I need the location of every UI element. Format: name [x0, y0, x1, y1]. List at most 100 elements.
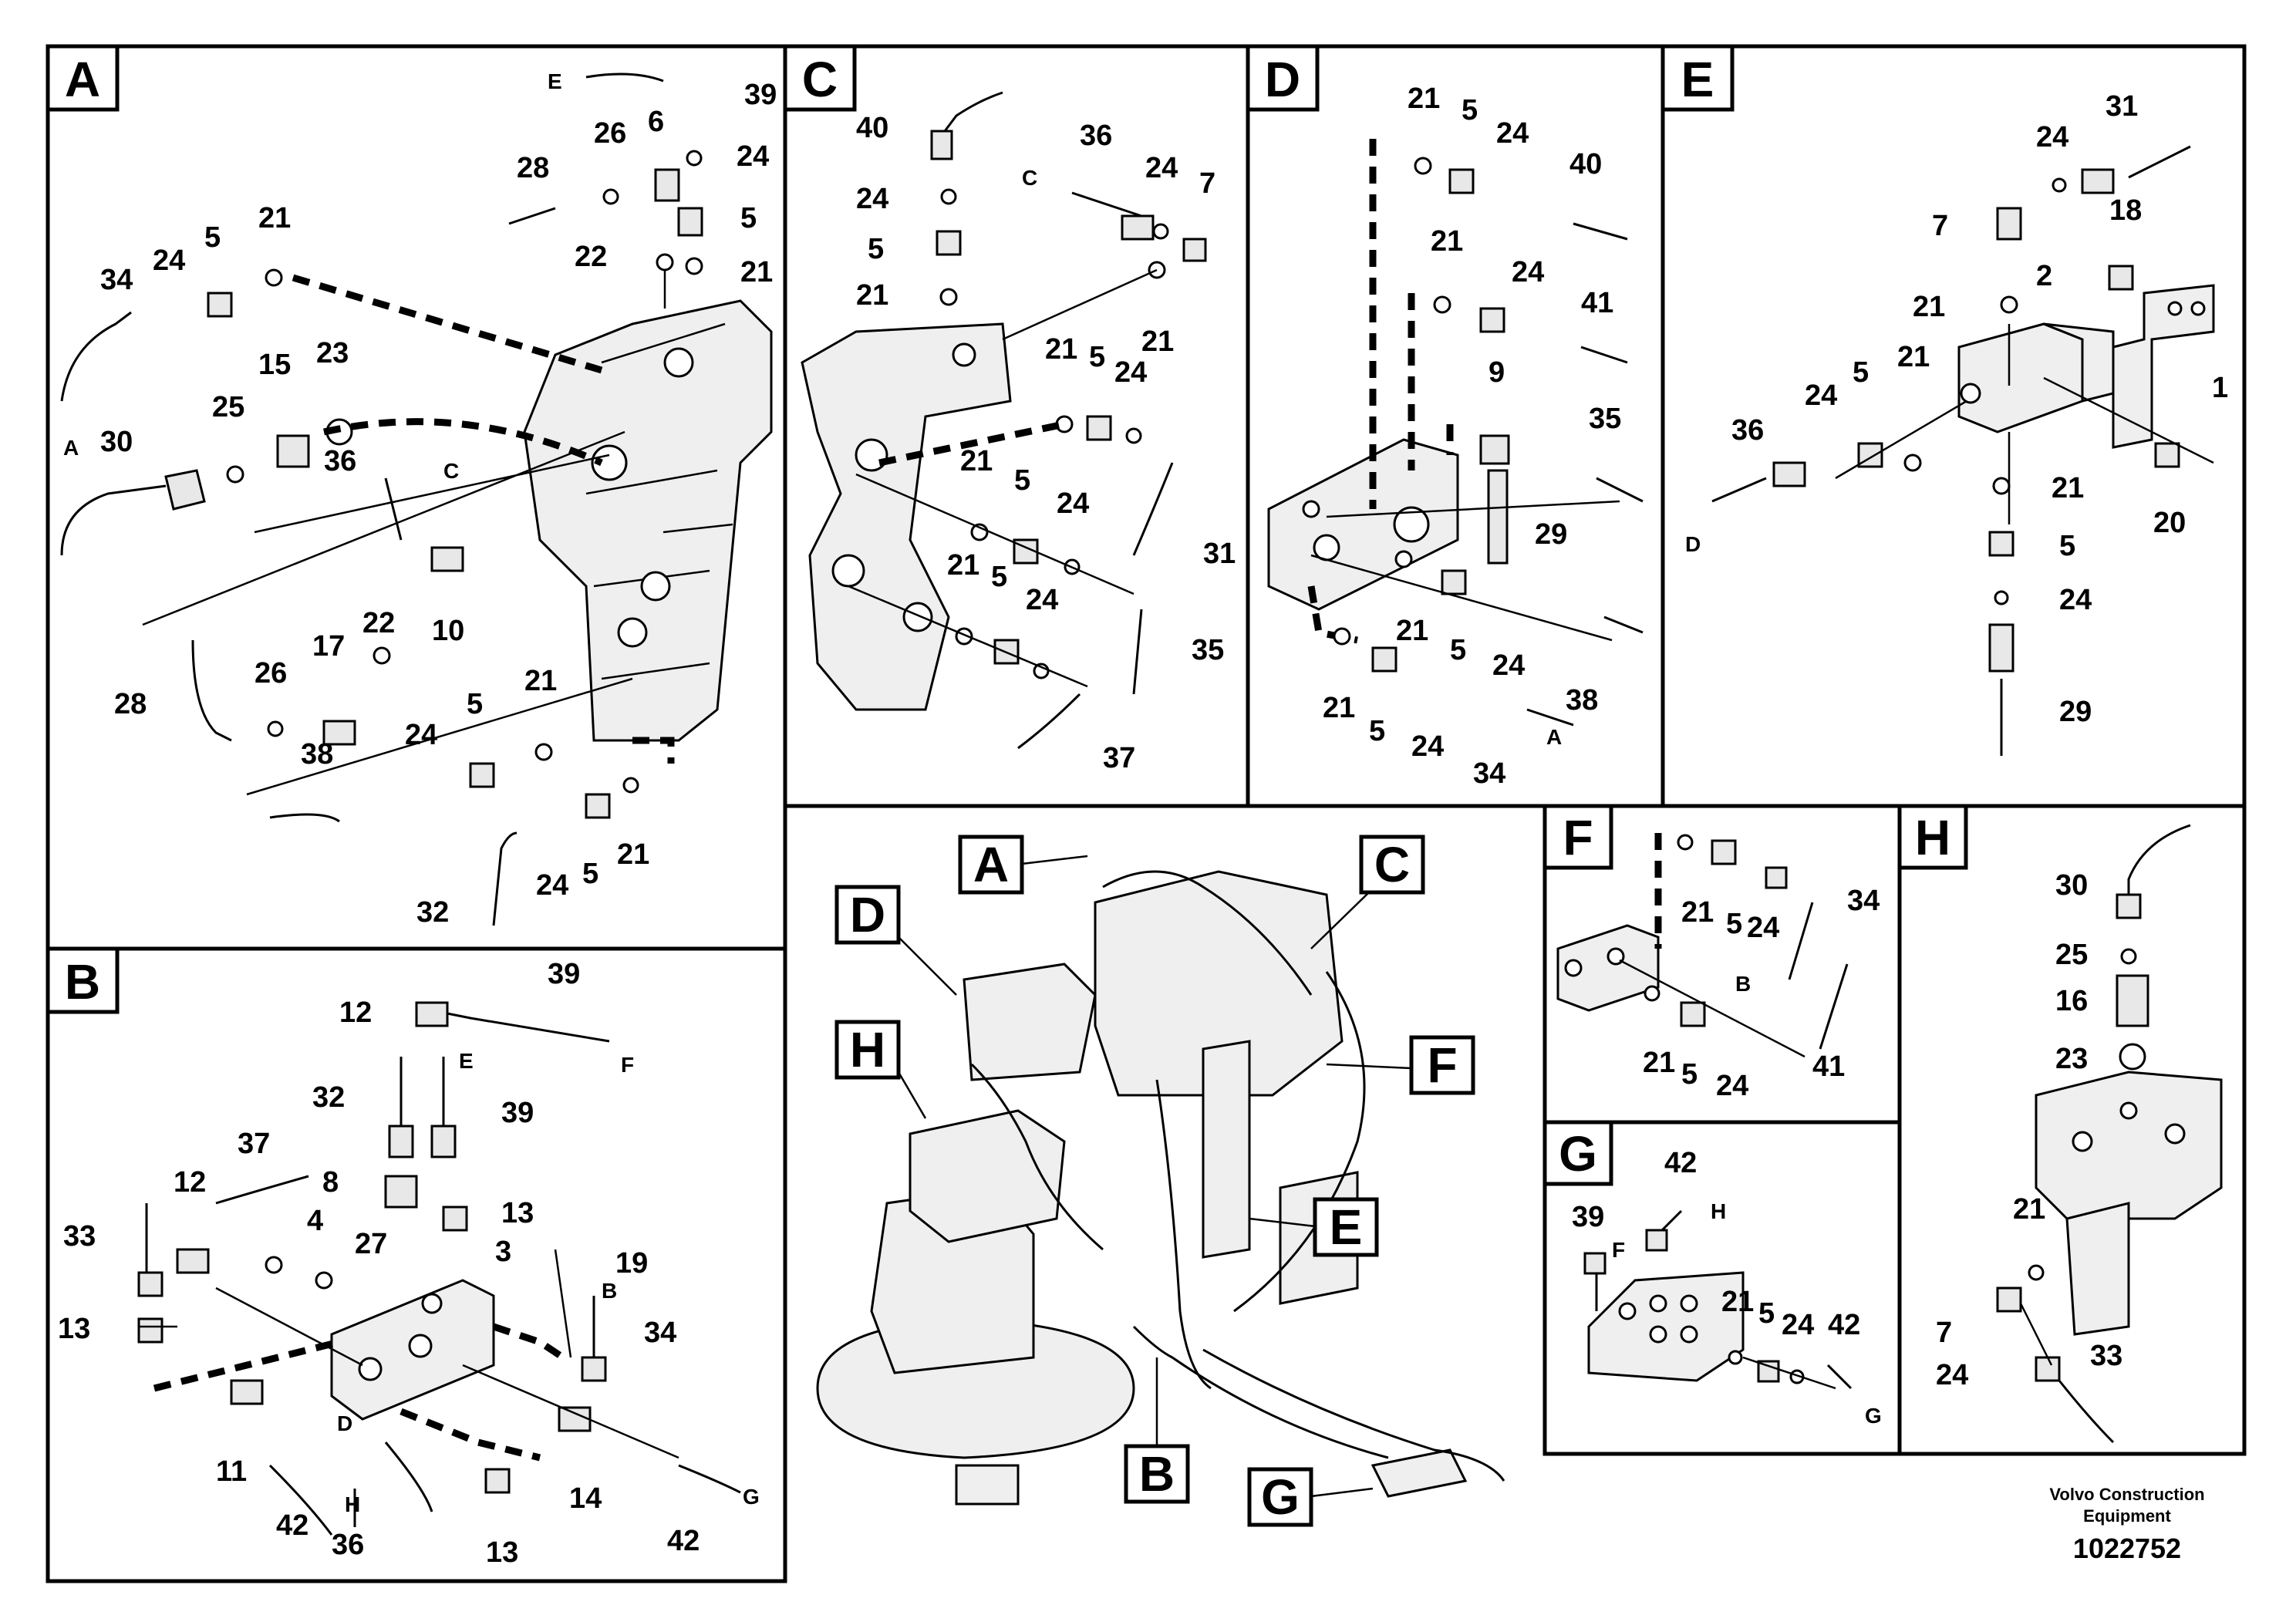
callout-label: 17 [312, 630, 345, 663]
callout-label: 41 [1812, 1050, 1845, 1083]
callout-label: 5 [582, 858, 598, 890]
callout-label: 24 [1747, 912, 1779, 944]
panel-g-drawing: 42 39 H F 21 5 24 42 G [1572, 1147, 1882, 1428]
callout-label: 24 [1145, 152, 1178, 184]
callout-label: 42 [1828, 1309, 1860, 1341]
callout-label: 30 [100, 426, 133, 458]
panel-label: F [1427, 1037, 1457, 1093]
callout-label: 18 [2109, 194, 2142, 227]
callout-label: 24 [856, 183, 888, 215]
callout-label: 21 [524, 665, 557, 697]
panel-h-callouts: 30 25 16 23 21 7 24 33 [1936, 869, 2122, 1391]
panel-tag-f: F [1542, 804, 1613, 870]
callout-label: G [1865, 1404, 1882, 1428]
callout-label: 27 [355, 1228, 387, 1260]
callout-label: 21 [258, 202, 291, 234]
panel-label: G [1261, 1469, 1300, 1525]
callout-label: 5 [1726, 908, 1742, 940]
callout-label: F [621, 1053, 634, 1077]
callout-label: 38 [1566, 684, 1598, 717]
callout-label: 15 [258, 349, 291, 381]
callout-label: 12 [339, 996, 372, 1029]
company-name: Volvo Construction [2049, 1485, 2204, 1504]
callout-label: 24 [1026, 584, 1058, 616]
callout-label: 24 [1057, 487, 1089, 520]
callout-label: 24 [737, 140, 769, 173]
callout-label: 2 [2036, 260, 2052, 292]
callout-label: 5 [467, 688, 483, 720]
callout-label: 5 [1758, 1297, 1775, 1330]
panel-tag-h: H [1897, 804, 1968, 870]
overview-tag-b: B [1124, 1357, 1190, 1504]
callout-label: 13 [58, 1313, 90, 1345]
callout-label: 21 [1431, 225, 1463, 258]
overview-tag-f: F [1326, 1035, 1475, 1095]
callout-label: A [1546, 725, 1562, 749]
callout-label: A [63, 436, 79, 460]
callout-label: 7 [1932, 210, 1948, 242]
callout-label: 22 [575, 241, 607, 273]
callout-label: 21 [960, 445, 993, 477]
callout-label: 38 [301, 738, 333, 771]
callout-label: 40 [1569, 148, 1602, 180]
overview-tag-d: D [834, 885, 957, 996]
callout-label: 35 [1589, 403, 1621, 435]
panel-f-drawing: 34 21 5 24 B 21 5 24 41 [1556, 833, 1880, 1102]
panel-a-drawing: 39 E 24 6 26 28 5 22 21 21 5 24 34 23 15… [60, 69, 777, 929]
callout-label: 5 [1089, 341, 1105, 373]
panel-label: C [1374, 837, 1410, 892]
callout-label: 25 [2055, 939, 2088, 971]
callout-label: 21 [2052, 472, 2084, 504]
panel-label: A [973, 837, 1009, 892]
panel-label: B [1139, 1446, 1175, 1502]
callout-label: 21 [1396, 615, 1428, 647]
panel-g-callouts: 42 39 H F 21 5 24 42 G [1572, 1147, 1882, 1428]
callout-label: 21 [1141, 325, 1174, 358]
callout-label: 37 [238, 1128, 270, 1160]
callout-label: 5 [868, 233, 884, 265]
callout-label: 13 [486, 1536, 518, 1569]
callout-label: 24 [1114, 356, 1147, 389]
callout-label: 24 [1411, 730, 1444, 763]
callout-label: H [1711, 1199, 1726, 1223]
overview-tag-c: C [1310, 835, 1425, 949]
callout-label: 4 [307, 1205, 323, 1237]
callout-label: 36 [1080, 120, 1112, 152]
callout-label: 5 [1681, 1058, 1698, 1091]
callout-label: 24 [1496, 117, 1529, 150]
panel-e-callouts: 31 24 7 18 2 21 36 24 5 21 1 D 21 20 5 2… [1685, 90, 2228, 728]
callout-label: 39 [548, 958, 580, 990]
footer: Volvo Construction Equipment 1022752 [2049, 1485, 2204, 1564]
callout-label: 30 [2055, 869, 2088, 902]
panel-c-callouts: 40 36 24 7 C 24 5 21 21 21 5 24 21 5 24 … [856, 112, 1236, 774]
callout-label: 28 [517, 152, 549, 184]
callout-label: 29 [2059, 696, 2092, 728]
callout-label: 37 [1103, 742, 1135, 774]
callout-label: 21 [1913, 291, 1945, 323]
panel-tag-g: G [1542, 1120, 1613, 1186]
panel-tag-e: E [1660, 44, 1735, 112]
callout-label: G [743, 1485, 760, 1509]
callout-label: 32 [312, 1081, 345, 1114]
callout-label: 25 [212, 391, 244, 423]
callout-label: 33 [63, 1220, 96, 1253]
callout-label: 36 [332, 1529, 364, 1561]
callout-label: 24 [1936, 1359, 1968, 1391]
callout-label: 11 [216, 1455, 247, 1488]
callout-label: 42 [276, 1509, 308, 1542]
callout-label: 23 [316, 337, 349, 369]
callout-label: 5 [204, 221, 221, 254]
panel-tag-d: D [1246, 44, 1320, 112]
callout-label: B [602, 1279, 617, 1303]
callout-label: 36 [1731, 414, 1764, 447]
callout-label: D [337, 1411, 352, 1435]
callout-label: E [459, 1049, 474, 1073]
company-name-line2: Equipment [2083, 1506, 2171, 1526]
callout-label: 9 [1489, 356, 1505, 389]
panel-label: D [850, 887, 885, 943]
callout-label: 21 [740, 256, 773, 288]
callout-label: 23 [2055, 1043, 2088, 1075]
callout-label: 21 [1721, 1286, 1754, 1318]
panel-label: F [1563, 810, 1593, 865]
